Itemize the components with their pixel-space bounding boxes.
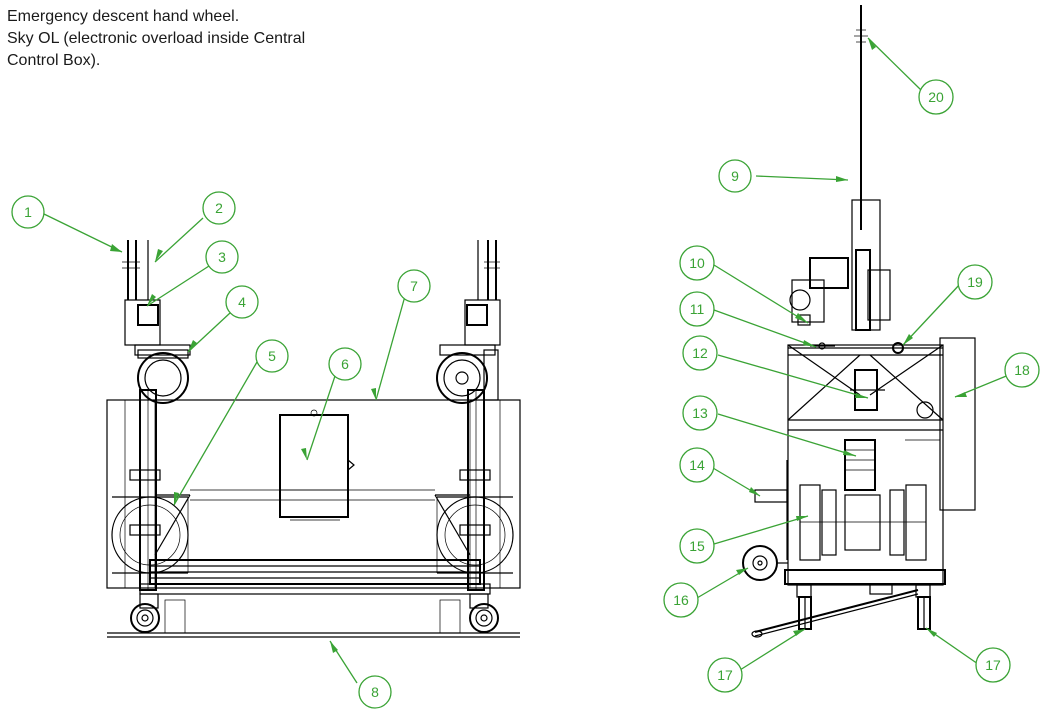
leader-arrowheads [110,38,967,653]
callout-15: 15 [679,528,715,564]
callout-16: 16 [663,582,699,618]
svg-text:20: 20 [928,89,944,105]
svg-text:11: 11 [690,301,705,317]
svg-text:13: 13 [692,405,708,421]
callout-6: 6 [328,347,362,381]
svg-text:9: 9 [731,168,739,184]
callout-10: 10 [679,245,715,281]
callout-17-right: 17 [975,647,1011,683]
callout-2: 2 [202,191,236,225]
svg-text:12: 12 [692,345,708,361]
svg-text:3: 3 [218,249,226,265]
svg-text:14: 14 [689,457,705,473]
callout-8: 8 [358,675,392,709]
front-view [106,240,521,638]
callout-12: 12 [682,335,718,371]
side-view [742,5,976,638]
front-right-caster [469,593,499,633]
callout-4: 4 [225,285,259,319]
svg-text:17: 17 [985,657,1001,673]
front-left-hoist [122,240,191,404]
central-control-box [279,409,355,521]
callout-3: 3 [205,240,239,274]
front-right-hoist [436,240,501,404]
svg-text:2: 2 [215,200,223,216]
callout-11: 11 [679,291,715,327]
caption-line-1: Emergency descent hand wheel. [7,8,240,25]
caption-line-3: Control Box). [7,52,101,69]
front-left-caster [130,593,160,633]
callout-13: 13 [682,395,718,431]
callout-1: 1 [11,195,45,229]
svg-text:7: 7 [410,278,418,294]
svg-text:19: 19 [967,274,983,290]
svg-text:15: 15 [689,538,705,554]
emergency-hand-wheel [742,545,788,581]
svg-text:17: 17 [717,667,733,683]
side-right-caster [915,584,931,630]
callout-20: 20 [918,79,954,115]
callout-19: 19 [957,264,993,300]
callout-7: 7 [397,269,431,303]
callout-9: 9 [718,159,752,193]
side-drums [799,484,927,561]
leader-lines [43,37,1022,684]
svg-text:4: 4 [238,294,246,310]
svg-text:10: 10 [689,255,705,271]
svg-text:5: 5 [268,348,276,364]
callout-17-left: 17 [707,657,743,693]
svg-text:18: 18 [1014,362,1030,378]
callout-14: 14 [679,447,715,483]
caption-line-2: Sky OL (electronic overload inside Centr… [7,30,306,47]
svg-text:6: 6 [341,356,349,372]
svg-text:16: 16 [673,592,689,608]
svg-text:1: 1 [24,204,32,220]
svg-text:8: 8 [371,684,379,700]
front-panel [106,399,521,589]
callouts: 1 2 3 4 5 6 7 8 9 10 11 12 13 14 15 16 1… [11,37,1040,709]
callout-5: 5 [255,339,289,373]
callout-18: 18 [1004,352,1040,388]
caption-text: Emergency descent hand wheel. Sky OL (el… [7,6,447,72]
